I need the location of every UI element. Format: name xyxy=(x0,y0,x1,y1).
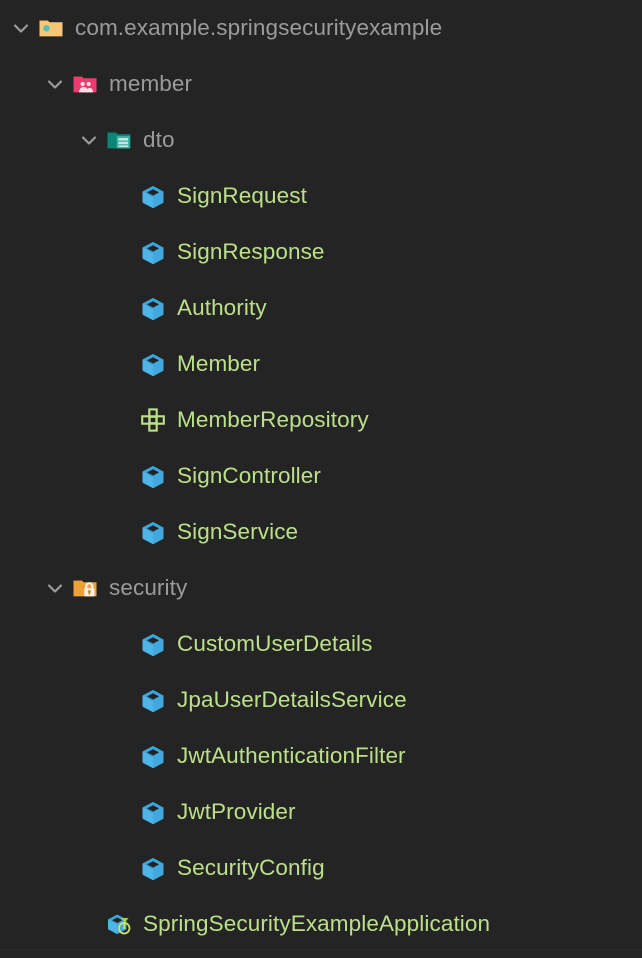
tree-row-jwt-authentication-filter[interactable]: JwtAuthenticationFilter xyxy=(0,728,642,784)
java-class-icon xyxy=(138,517,168,547)
tree-row-member-package[interactable]: member xyxy=(0,56,642,112)
tree-row-sign-controller[interactable]: SignController xyxy=(0,448,642,504)
tree-row-label: Authority xyxy=(177,294,267,320)
tree-row-label: SpringSecurityExampleApplication xyxy=(143,910,491,936)
tree-row-root-package[interactable]: com.example.springsecurityexample xyxy=(0,0,642,56)
tree-row-label: JwtProvider xyxy=(177,798,296,824)
tree-row-label: JwtAuthenticationFilter xyxy=(177,742,406,768)
tree-row-label: member xyxy=(109,70,193,96)
tree-row-custom-user-details[interactable]: CustomUserDetails xyxy=(0,616,642,672)
tree-row-label: SignService xyxy=(177,518,299,544)
tree-row-label: CustomUserDetails xyxy=(177,630,373,656)
tree-row-label: SignController xyxy=(177,462,321,488)
java-class-icon xyxy=(138,797,168,827)
java-class-icon xyxy=(138,853,168,883)
tree-row-sign-service[interactable]: SignService xyxy=(0,504,642,560)
chevron-down-icon[interactable] xyxy=(40,69,70,99)
tree-row-label: SignRequest xyxy=(177,182,307,208)
tree-row-label: security xyxy=(109,574,188,600)
java-interface-icon xyxy=(138,405,168,435)
tree-row-label: Member xyxy=(177,350,261,376)
tree-row-security-package[interactable]: security xyxy=(0,560,642,616)
tree-row-member-repository[interactable]: MemberRepository xyxy=(0,392,642,448)
chevron-down-icon[interactable] xyxy=(6,13,36,43)
tree-row-label: com.example.springsecurityexample xyxy=(75,14,443,40)
chevron-down-icon[interactable] xyxy=(40,573,70,603)
tree-row-label: MemberRepository xyxy=(177,406,369,432)
java-class-icon xyxy=(138,629,168,659)
java-class-icon xyxy=(138,685,168,715)
java-class-icon xyxy=(138,741,168,771)
tree-row-spring-application[interactable]: SpringSecurityExampleApplication xyxy=(0,896,642,952)
tree-row-authority[interactable]: Authority xyxy=(0,280,642,336)
tree-row-jwt-provider[interactable]: JwtProvider xyxy=(0,784,642,840)
java-class-icon xyxy=(138,181,168,211)
tree-row-label: SecurityConfig xyxy=(177,854,325,880)
tree-row-sign-response[interactable]: SignResponse xyxy=(0,224,642,280)
tree-row-security-config[interactable]: SecurityConfig xyxy=(0,840,642,896)
java-class-icon xyxy=(138,349,168,379)
chevron-down-icon[interactable] xyxy=(74,125,104,155)
bottom-divider xyxy=(0,949,642,950)
spring-boot-application-icon xyxy=(104,909,134,939)
folder-dto-icon xyxy=(104,125,134,155)
folder-member-icon xyxy=(70,69,100,99)
tree-row-sign-request[interactable]: SignRequest xyxy=(0,168,642,224)
tree-row-member-class[interactable]: Member xyxy=(0,336,642,392)
java-class-icon xyxy=(138,293,168,323)
tree-row-dto-package[interactable]: dto xyxy=(0,112,642,168)
tree-row-label: SignResponse xyxy=(177,238,325,264)
tree-row-jpa-user-details-service[interactable]: JpaUserDetailsService xyxy=(0,672,642,728)
folder-security-icon xyxy=(70,573,100,603)
tree-row-label: dto xyxy=(143,126,175,152)
java-class-icon xyxy=(138,237,168,267)
java-class-icon xyxy=(138,461,168,491)
tree-row-label: JpaUserDetailsService xyxy=(177,686,407,712)
folder-package-icon xyxy=(36,13,66,43)
